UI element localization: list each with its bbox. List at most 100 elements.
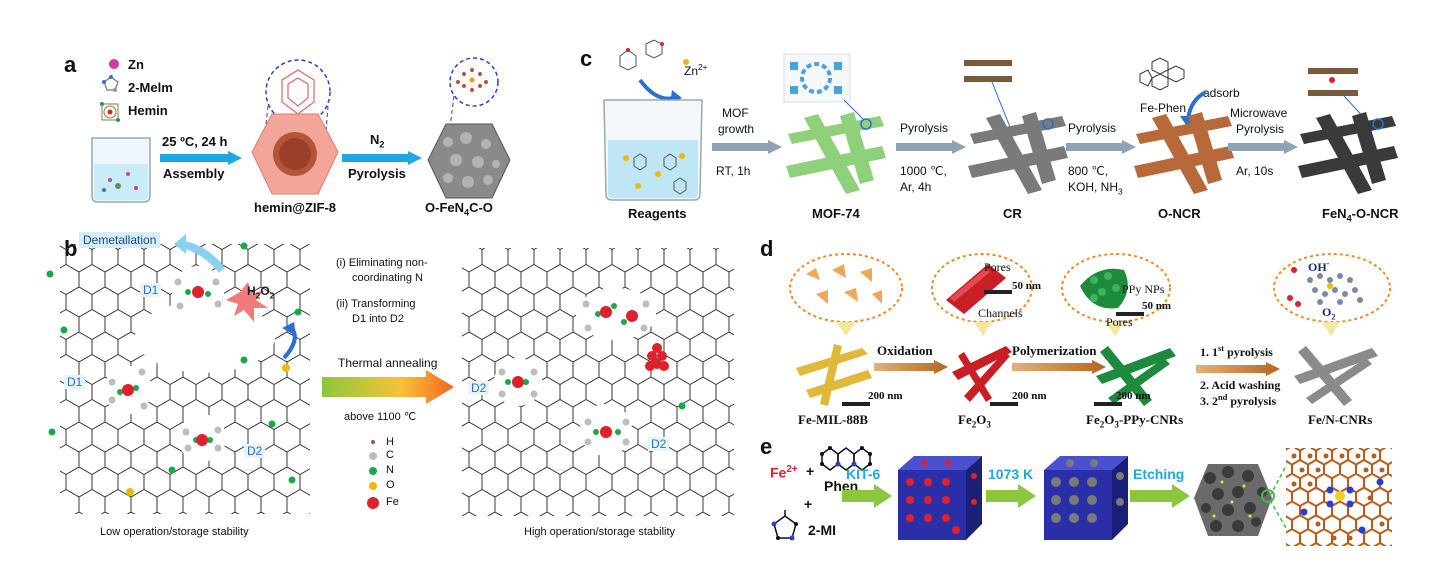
2mi-molecule	[771, 510, 798, 541]
cube-with-red-spheres	[898, 456, 982, 540]
cr-layers-inset	[964, 60, 1013, 133]
arrow-pyrolysis-a	[342, 151, 422, 165]
mof-growth-line1: MOF	[722, 106, 749, 120]
step2-name: Pyrolysis	[348, 166, 406, 181]
kit6-label: KIT-6	[846, 466, 881, 482]
h2o2-label: H2O2	[247, 284, 275, 301]
reagents-beaker	[603, 99, 703, 201]
note2-line2: D1 into D2	[352, 313, 404, 325]
microwave-line2: Pyrolysis	[1236, 122, 1285, 136]
step2-atmosphere: N2	[370, 132, 385, 150]
arrow-microwave	[1228, 140, 1298, 154]
zoom-dashed-lines-e	[1269, 465, 1287, 529]
pyrolysis1-temp: 1000 ℃,	[900, 164, 947, 178]
annealing-temperature: above 1100 ℃	[344, 411, 417, 423]
polymerization-label: Polymerization	[1012, 343, 1097, 358]
adsorb-label: adsorb	[1203, 86, 1240, 100]
scale-200-b: 200 nm	[1012, 390, 1047, 402]
zn-legend-icon	[109, 59, 119, 69]
d2-right-label: D2	[648, 437, 670, 451]
reagents-label: Reagents	[628, 206, 687, 221]
cube-with-grey-spheres	[1044, 456, 1128, 540]
mof-growth-line2: growth	[718, 122, 755, 136]
1073k-label: 1073 K	[988, 466, 1034, 482]
zn-ion-label: Zn2+	[684, 62, 708, 78]
arrow-mof-growth	[712, 140, 782, 154]
arrow-etching	[1130, 484, 1190, 508]
demetallation-arrow	[174, 234, 226, 273]
legend-fe: Fe	[386, 496, 399, 508]
arrow-pyrolysis-c2	[1066, 140, 1136, 154]
microwave-conditions: Ar, 10s	[1236, 164, 1274, 178]
fe2o3-ppy-cnrs-rods	[1096, 346, 1176, 406]
legend-o: O	[386, 479, 395, 491]
scale-bar-200-b	[990, 402, 1018, 406]
pores-label-2: Pores	[1106, 315, 1133, 329]
beaker-icon	[91, 137, 151, 203]
legend-c: C	[386, 449, 394, 461]
product-fe2o3: Fe2O3	[958, 412, 991, 430]
zn-ion-dot	[683, 59, 689, 65]
mof74-structure-inset	[783, 53, 865, 121]
scale-bar-200-a	[842, 402, 870, 406]
step1-conditions: 25 ºC, 24 h	[162, 134, 228, 149]
pyrolysis1-label: Pyrolysis	[900, 121, 949, 135]
product-fe-n-cnrs: Fe/N-CNRs	[1308, 412, 1373, 427]
legend-h: H	[386, 436, 394, 448]
graphene-lattice-right	[462, 248, 734, 516]
annealing-label: Thermal annealing	[338, 356, 438, 370]
pyrolysis2-temp: 800 ℃,	[1068, 164, 1109, 178]
ppy-nps-label: PPy NPs	[1122, 282, 1165, 296]
d1-left-label: D1	[64, 375, 86, 389]
etching-label: Etching	[1133, 466, 1185, 482]
demetallation-label: Demetallation	[79, 232, 161, 248]
oxidation-label: Oxidation	[877, 343, 933, 358]
product-fen4-o-ncr: FeN4-O-NCR	[1322, 206, 1399, 224]
note1-line2: coordinating N	[352, 272, 423, 284]
product-cr: CR	[1003, 206, 1022, 221]
scale-200-c: 200 nm	[1116, 390, 1151, 402]
step-acid-washing: 2. Acid washing	[1200, 378, 1281, 392]
d-zoom-circle-3	[1061, 253, 1171, 336]
panel-label-a: a	[64, 52, 77, 77]
melm-molecule-icon	[102, 75, 119, 92]
step1-name: Assembly	[163, 166, 225, 181]
caption-low-stability: Low operation/storage stability	[100, 526, 249, 538]
hemin-molecule-icon	[100, 102, 120, 122]
pyrolysis2-reagents: KOH, NH3	[1068, 180, 1123, 197]
product-mof74: MOF-74	[812, 206, 860, 221]
annealing-arrow	[322, 370, 454, 404]
arrow-oxidation	[874, 360, 948, 374]
o2-label: O2	[1322, 305, 1336, 322]
product-o-fen4c-o: O-FeN4C-O	[425, 200, 493, 218]
arrow-polymerization	[1012, 360, 1106, 374]
d2-right-left-label: D2	[468, 381, 490, 395]
oh-label: OH-	[1308, 259, 1330, 274]
fe-phen-molecule	[1139, 57, 1185, 91]
note1-line1: (i) Eliminating non-	[336, 257, 428, 269]
panel-label-c: c	[580, 46, 593, 71]
arrow-pyrolysis-d	[1196, 362, 1280, 376]
2mi-label: 2-MI	[808, 522, 836, 538]
reagent-molecules-icon	[619, 39, 664, 71]
fen4-oncr-rods	[1298, 112, 1398, 194]
scale-50-b: 50 nm	[1142, 300, 1172, 312]
panel-label-e: e	[760, 434, 773, 459]
pyrolysis1-atm: Ar, 4h	[900, 180, 932, 194]
product-oncr: O-NCR	[1158, 206, 1201, 221]
step-2nd-pyrolysis: 3. 2nd pyrolysis	[1200, 393, 1277, 408]
d1-top-label: D1	[140, 283, 162, 297]
zoom-circle-fen4	[447, 57, 499, 143]
legend-hemin: Hemin	[128, 103, 168, 118]
arrow-kit6	[842, 484, 892, 508]
d-zoom-circle-4	[1273, 253, 1391, 336]
scale-bar-200-c	[1094, 402, 1122, 406]
hemin-zif8-crystal	[251, 113, 339, 195]
channels-label: Channels	[978, 306, 1023, 320]
atom-legend-icons	[367, 440, 379, 509]
phen-molecule	[820, 446, 872, 471]
fe2plus-label: Fe2+	[770, 464, 798, 481]
panel-label-d: d	[760, 236, 774, 261]
note2-line1: (ii) Transforming	[336, 298, 416, 310]
cr-rods	[968, 112, 1068, 194]
